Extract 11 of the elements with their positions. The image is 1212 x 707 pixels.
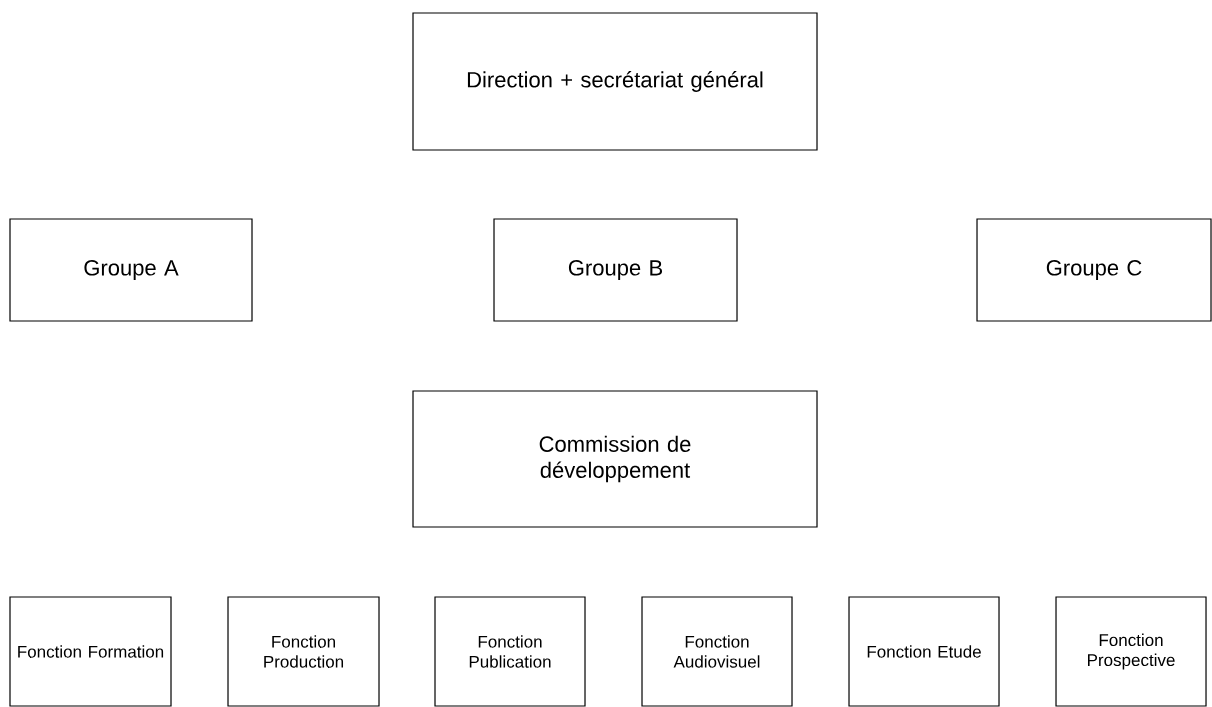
org-box: Groupe A [9,218,253,322]
org-box: Fonction Etude [848,596,1000,707]
org-box: Fonction Production [227,596,380,707]
org-box: Fonction Prospective [1055,596,1207,707]
org-box: Fonction Formation [9,596,172,707]
org-box: Groupe C [976,218,1212,322]
org-box: Direction + secrétariat général [412,12,818,151]
org-box: Fonction Audiovisuel [641,596,793,707]
org-box: Commission de développement [412,390,818,528]
org-box: Groupe B [493,218,738,322]
org-box: Fonction Publication [434,596,586,707]
